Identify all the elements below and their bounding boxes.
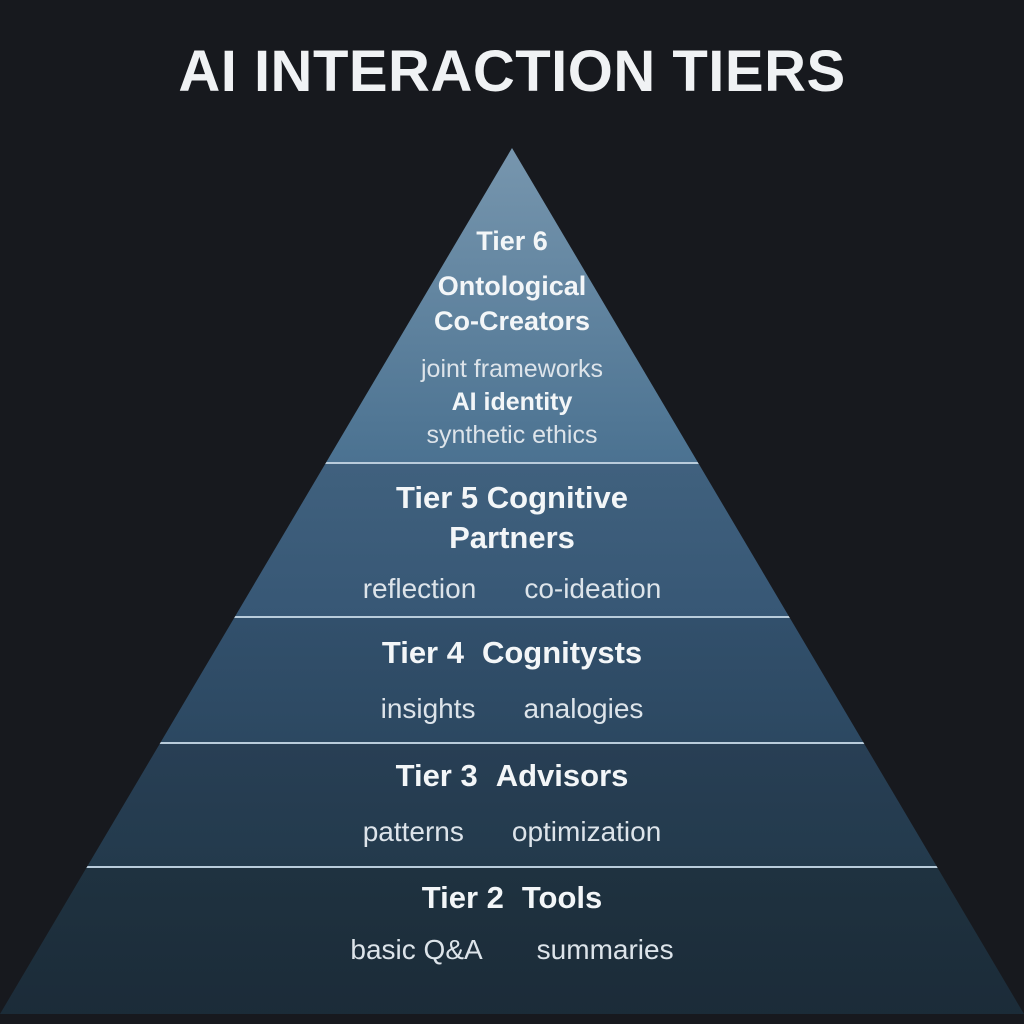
tier-5-heading-line-2: Partners bbox=[449, 519, 575, 555]
tier-3-detail-1: patterns bbox=[362, 815, 464, 847]
tier-4-heading: Tier 4 Cognitysts bbox=[0, 633, 1024, 673]
tier-4-text: Tier 4 Cognitysts insights analogies bbox=[0, 633, 1024, 725]
tier-5-heading-line-1: Tier 5 Cognitive bbox=[396, 480, 628, 515]
tier-4-detail-1: insights bbox=[380, 692, 476, 724]
tier-2-detail-1: basic Q&A bbox=[350, 933, 483, 965]
page-title: AI INTERACTION TIERS bbox=[178, 39, 846, 104]
tier-2-heading: Tier 2 Tools bbox=[0, 878, 1024, 918]
tier-3-text: Tier 3 Advisors patterns optimization bbox=[0, 756, 1024, 848]
tier-3-heading: Tier 3 Advisors bbox=[0, 756, 1024, 796]
tier-6-detail-2: AI identity bbox=[451, 388, 573, 417]
tier-6-detail-1: joint frameworks bbox=[421, 355, 603, 384]
tier-2-label: Tier 2 bbox=[421, 880, 504, 915]
tier-2-name: Tools bbox=[521, 880, 603, 915]
tier-2-details: basic Q&A summaries bbox=[0, 934, 1024, 966]
tier-6-text: Tier 6 Ontological Co-Creators joint fra… bbox=[0, 224, 1024, 452]
tier-5-text: Tier 5 Cognitive Partners reflection co-… bbox=[0, 478, 1024, 605]
tier-2-text: Tier 2 Tools basic Q&A summaries bbox=[0, 878, 1024, 966]
tier-3-details: patterns optimization bbox=[0, 816, 1024, 848]
tier-4-label: Tier 4 bbox=[381, 635, 464, 670]
tier-4-name: Cognitysts bbox=[481, 635, 643, 670]
tier-6-detail-3: synthetic ethics bbox=[426, 421, 598, 450]
tier-3-band bbox=[0, 742, 1024, 866]
tier-6-details: joint frameworks AI identity synthetic e… bbox=[0, 353, 1024, 452]
tier-5-details: reflection co-ideation bbox=[0, 573, 1024, 605]
tier-6-name-line-2: Co-Creators bbox=[433, 306, 591, 337]
tier-3-detail-2: optimization bbox=[511, 815, 662, 847]
tier-5-detail-1: reflection bbox=[362, 573, 477, 605]
tier-4-detail-2: analogies bbox=[523, 692, 644, 724]
tier-4-details: insights analogies bbox=[0, 693, 1024, 725]
tier-2-detail-2: summaries bbox=[536, 933, 674, 965]
tier-2-band bbox=[0, 866, 1024, 1014]
tier-6-label: Tier 6 bbox=[476, 226, 548, 256]
tier-5-detail-2: co-ideation bbox=[524, 573, 662, 605]
tier-3-label: Tier 3 bbox=[395, 758, 478, 793]
tier-6-name-line-1: Ontological bbox=[437, 271, 587, 302]
tier-3-name: Advisors bbox=[495, 758, 629, 793]
